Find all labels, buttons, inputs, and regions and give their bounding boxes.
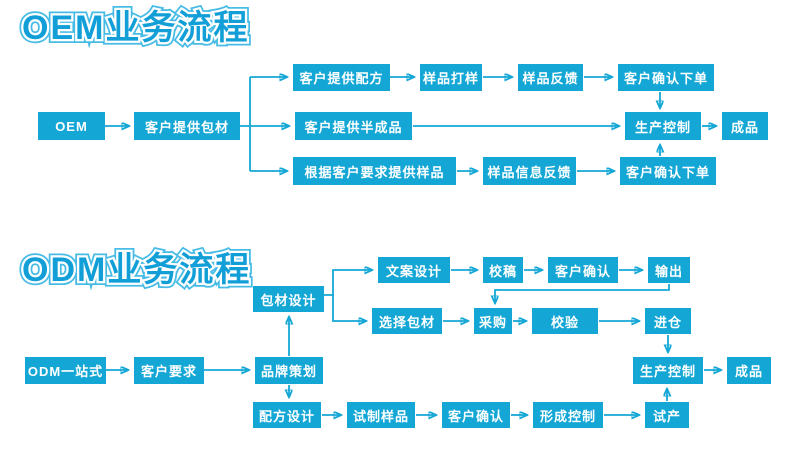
- node-oem-sample-proofing: 样品打样: [420, 64, 482, 91]
- node-odm-verification: 校验: [532, 308, 598, 334]
- node-odm-form-control: 形成控制: [533, 402, 603, 428]
- oem-section-title: OEM业务流程 OEM业务流程 OEM业务流程: [18, 5, 251, 51]
- node-oem-client-packaging: 客户提供包材: [134, 112, 240, 140]
- node-oem-semi-finished: 客户提供半成品: [295, 112, 412, 140]
- node-odm-start: ODM一站式: [25, 357, 106, 384]
- node-oem-client-formula: 客户提供配方: [293, 64, 390, 91]
- node-odm-pilot-production: 试产: [645, 402, 689, 428]
- node-odm-brand-planning: 品牌策划: [255, 357, 323, 384]
- node-oem-start: OEM: [38, 112, 105, 140]
- node-odm-copy-design: 文案设计: [378, 257, 450, 283]
- node-odm-formula-design: 配方设计: [253, 402, 321, 428]
- odm-title-stroke: ODM业务流程: [20, 249, 252, 291]
- node-odm-client-requirement: 客户要求: [134, 357, 204, 384]
- node-odm-output: 输出: [648, 257, 690, 283]
- odm-title-text: ODM业务流程: [22, 251, 252, 289]
- node-oem-production-control: 生产控制: [625, 112, 701, 140]
- node-odm-choose-packaging: 选择包材: [372, 308, 442, 334]
- node-oem-sample-feedback: 样品反馈: [518, 64, 583, 91]
- node-odm-proofreading: 校稿: [483, 257, 523, 283]
- node-odm-client-confirm-sample: 客户确认: [442, 402, 510, 428]
- node-odm-purchase: 采购: [474, 308, 512, 334]
- node-oem-sample-per-request: 根据客户要求提供样品: [293, 157, 456, 185]
- odm-title-outline: ODM业务流程: [18, 247, 253, 293]
- node-oem-finished-product: 成品: [722, 112, 768, 140]
- node-odm-warehousing: 进仓: [645, 308, 691, 334]
- node-odm-trial-sample: 试制样品: [347, 402, 415, 428]
- node-oem-confirm-order-2: 客户确认下单: [620, 157, 716, 185]
- node-oem-confirm-order-1: 客户确认下单: [618, 64, 714, 91]
- oem-title-text: OEM业务流程: [22, 9, 250, 47]
- oem-title-outline: OEM业务流程: [18, 5, 251, 51]
- node-odm-client-confirm-copy: 客户确认: [548, 257, 618, 283]
- node-odm-finished-product: 成品: [727, 357, 771, 384]
- node-odm-production-control: 生产控制: [633, 357, 703, 384]
- node-oem-sample-info-feedback: 样品信息反馈: [483, 157, 576, 185]
- node-odm-packaging-design: 包材设计: [253, 286, 324, 312]
- oem-title-stroke: OEM业务流程: [20, 7, 250, 49]
- odm-section-title: ODM业务流程 ODM业务流程 ODM业务流程: [18, 247, 253, 293]
